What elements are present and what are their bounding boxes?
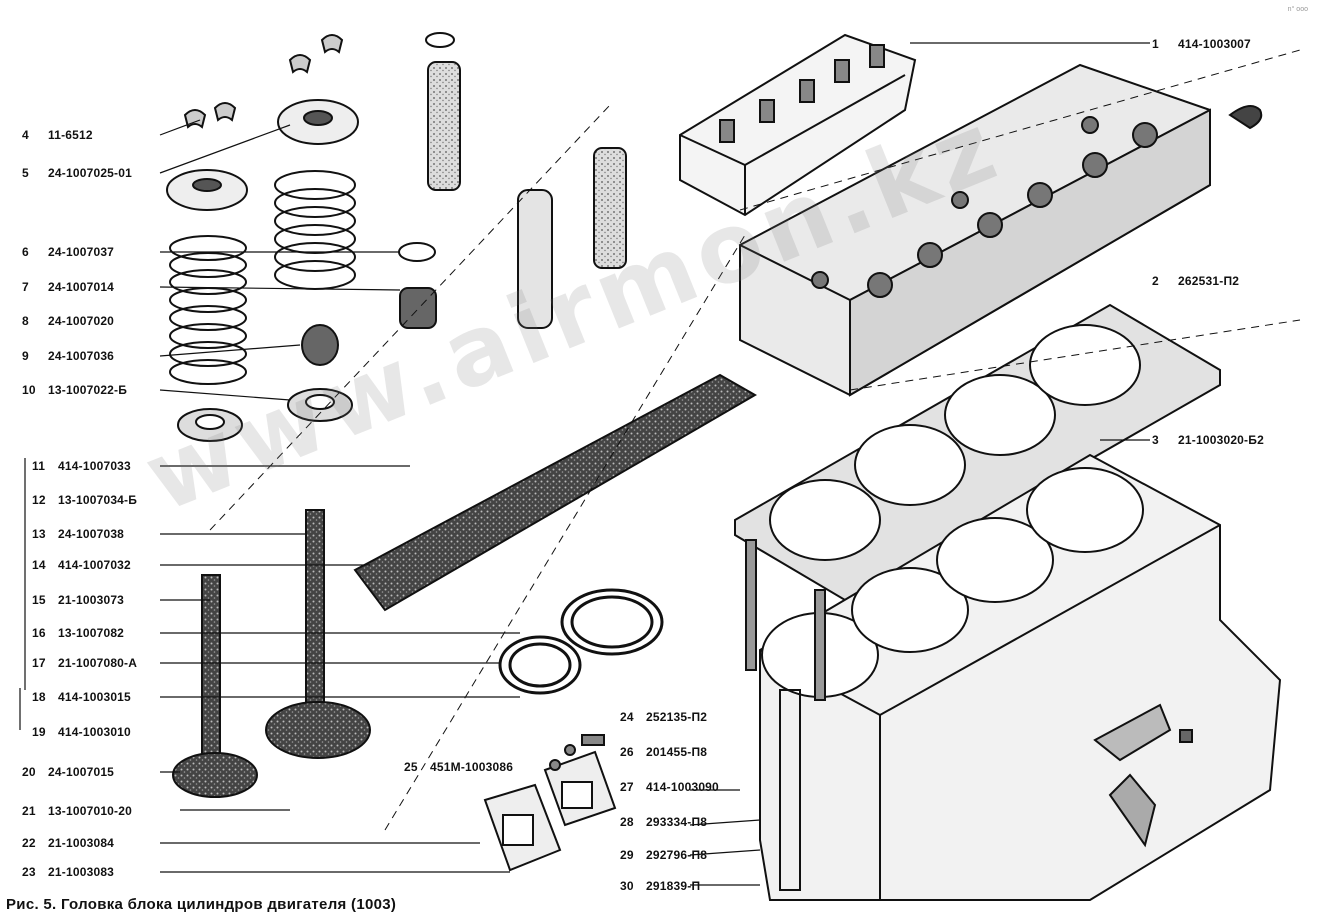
valves-part bbox=[172, 509, 371, 798]
dashed-guide-lines bbox=[209, 49, 1301, 831]
valve-spring-assembly-left bbox=[166, 169, 248, 442]
valve-seats-part bbox=[498, 588, 664, 695]
studs-part bbox=[745, 539, 826, 701]
cylinder-head-part bbox=[739, 63, 1263, 397]
valve-stem-seals-part bbox=[398, 242, 437, 329]
cylinder-block-part bbox=[759, 453, 1282, 901]
rocker-shaft-part bbox=[353, 373, 758, 612]
corner-mark: n° ооо bbox=[1287, 6, 1308, 13]
valve-guides-part bbox=[425, 32, 627, 329]
valve-cover-part bbox=[679, 33, 917, 217]
leader-lines bbox=[19, 42, 1150, 886]
fasteners-part bbox=[549, 734, 605, 771]
head-gasket-part bbox=[734, 303, 1221, 602]
valve-keepers-part bbox=[183, 34, 344, 129]
manifold-gaskets-part bbox=[483, 750, 617, 872]
figure-caption: Рис. 5. Головка блока цилиндров двигател… bbox=[6, 896, 397, 913]
